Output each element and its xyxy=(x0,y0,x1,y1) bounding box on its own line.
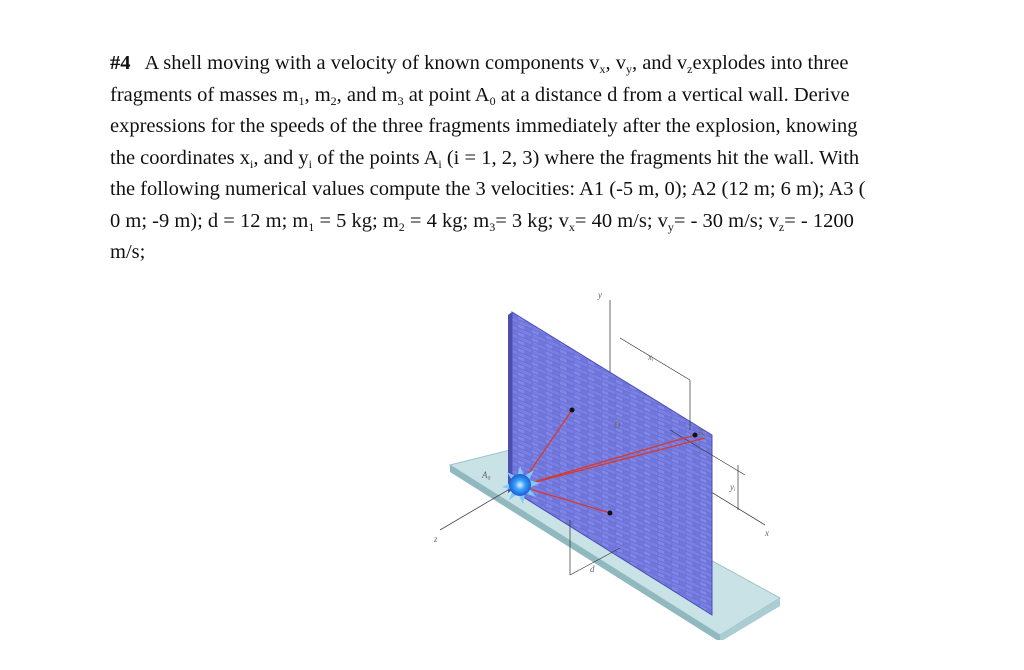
impact-points xyxy=(569,407,698,516)
impact-point-2 xyxy=(692,432,698,438)
problem-number: #4 xyxy=(110,52,131,74)
x-axis-label: x xyxy=(764,528,769,538)
d-label: d xyxy=(590,564,595,574)
origin-label: O xyxy=(614,420,621,430)
z-axis-label: z xyxy=(433,534,438,544)
impact-point-1 xyxy=(569,407,575,413)
dimension-lines xyxy=(569,337,746,576)
a0-label: A₀ xyxy=(481,470,491,480)
trajectory-4 xyxy=(519,437,706,487)
figure-svg: y x z O A₀ d xᵢ yᵢ Aᵢ xyxy=(433,290,781,642)
problem-line-5: the following numerical values compute t… xyxy=(110,178,866,200)
xi-dimension xyxy=(619,337,691,381)
explosion-burst xyxy=(502,466,540,504)
problem-line-6: 0 m; -9 m); d = 12 m; m1 = 5 kg; m2 = 4 … xyxy=(110,209,854,234)
problem-line-4: the coordinates xi, and yi of the points… xyxy=(110,146,860,171)
xi-label: xᵢ xyxy=(647,352,654,362)
yi-dimension xyxy=(669,429,746,476)
problem-line-2: fragments of masses m1, m2, and m3 at po… xyxy=(110,83,850,108)
problem-line-3: expressions for the speeds of the three … xyxy=(110,115,858,137)
trajectory-3 xyxy=(519,485,611,514)
ai-label: Aᵢ xyxy=(697,427,705,437)
yi-label: yᵢ xyxy=(729,482,736,492)
y-axis-label: y xyxy=(597,290,602,300)
problem-line-7: m/s; xyxy=(110,241,146,263)
brick-wall xyxy=(508,311,713,616)
wall-explosion-figure: y x z O A₀ d xᵢ yᵢ Aᵢ xyxy=(420,280,800,642)
trajectory-2 xyxy=(519,434,696,487)
impact-point-3 xyxy=(607,510,613,516)
